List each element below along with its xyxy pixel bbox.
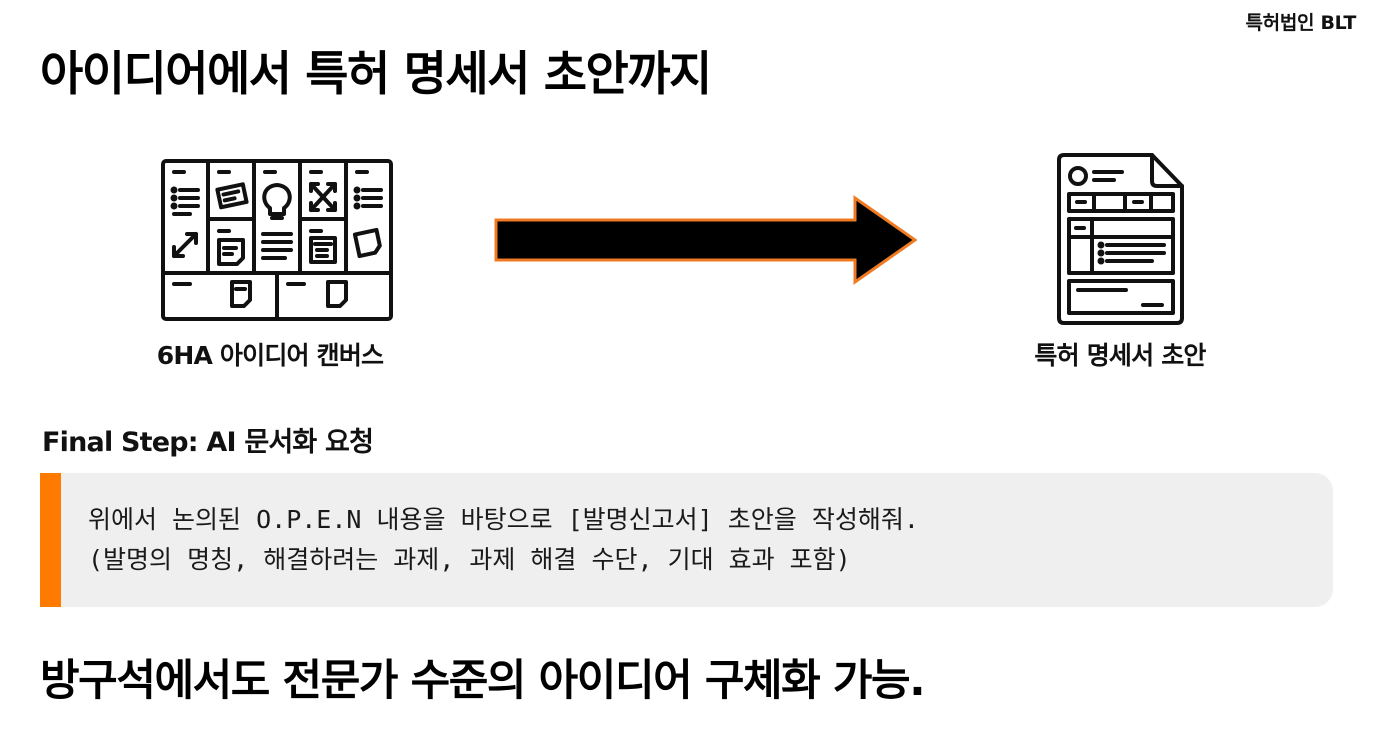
patent-document-icon — [1054, 150, 1188, 332]
prompt-text: 위에서 논의된 O.P.E.N 내용을 바탕으로 [발명신고서] 초안을 작성해… — [88, 500, 919, 580]
right-arrow-icon — [490, 192, 922, 292]
brand-label: 특허법인 BLT — [1245, 12, 1356, 34]
target-label: 특허 명세서 초안 — [1034, 341, 1206, 370]
tagline: 방구석에서도 전문가 수준의 아이디어 구체화 가능. — [40, 656, 926, 706]
prompt-line-2: (발명의 명칭, 해결하려는 과제, 과제 해결 수단, 기대 효과 포함) — [88, 545, 851, 574]
page-title: 아이디어에서 특허 명세서 초안까지 — [40, 47, 712, 102]
prompt-line-1: 위에서 논의된 O.P.E.N 내용을 바탕으로 [발명신고서] 초안을 작성해… — [88, 505, 919, 534]
accent-bar — [40, 473, 61, 607]
prompt-box: 위에서 논의된 O.P.E.N 내용을 바탕으로 [발명신고서] 초안을 작성해… — [40, 473, 1333, 607]
source-label: 6HA 아이디어 캔버스 — [156, 341, 384, 370]
idea-canvas-icon — [160, 158, 394, 326]
final-step-heading: Final Step: AI 문서화 요청 — [42, 427, 374, 458]
